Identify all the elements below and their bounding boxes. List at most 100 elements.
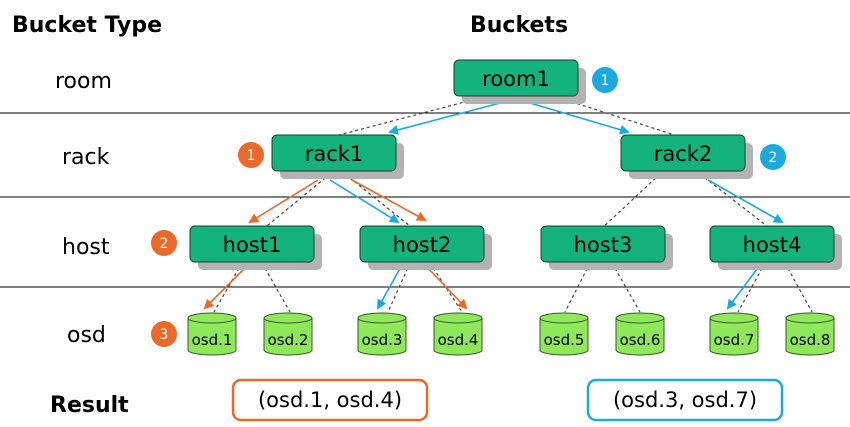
osd-cylinder-top (187, 312, 237, 324)
node-box (540, 225, 666, 263)
badge-number: 2 (160, 236, 169, 252)
osd-cylinder-top (357, 312, 407, 324)
osd-6[interactable]: osd.6 (615, 312, 665, 356)
step-badge-orange-osd: 3 (151, 321, 177, 347)
badge-number: 3 (160, 327, 169, 343)
blue-arrow (707, 179, 784, 223)
level-label-rack: rack (62, 145, 110, 170)
step-badge-blue-rack: 2 (760, 144, 786, 170)
orange-arrow (351, 179, 427, 221)
osd-label: osd.4 (438, 331, 479, 349)
bucket-host4[interactable]: host4 (709, 225, 842, 270)
orange-arrow (248, 179, 319, 224)
osd-cylinder-top (615, 312, 665, 324)
edge-host2-osd4 (429, 262, 463, 313)
edge-host2-osd3 (387, 262, 411, 313)
result-header: Result (50, 393, 129, 418)
edge-rack2-host3 (599, 173, 661, 231)
blue-arrow (726, 264, 761, 310)
result-text: (osd.3, osd.7) (613, 388, 757, 412)
node-label: room1 (482, 67, 550, 91)
bucket-room1[interactable]: room1 (453, 59, 586, 104)
node-label: rack1 (305, 142, 364, 166)
osd-label: osd.8 (790, 331, 831, 349)
osd-label: osd.5 (544, 331, 585, 349)
node-label: host3 (574, 233, 633, 257)
node-box (271, 134, 397, 172)
edge-rack1-host1 (261, 173, 331, 231)
node-box (453, 59, 579, 97)
badge-circle (151, 321, 177, 347)
badge-number: 2 (769, 150, 778, 166)
osd-5[interactable]: osd.5 (539, 312, 589, 356)
osd-cylinder-top (263, 312, 313, 324)
hierarchy-edges (213, 97, 813, 313)
osd-1[interactable]: osd.1 (187, 312, 237, 356)
blue-arrow (529, 102, 630, 135)
result-orange: (osd.1, osd.4) (231, 378, 429, 422)
osd-label: osd.2 (268, 331, 309, 349)
result-text: (osd.1, osd.4) (258, 388, 402, 412)
osd-cylinder-body (357, 318, 407, 356)
bucket-host2[interactable]: host2 (359, 225, 492, 270)
osd-cylinder-body (433, 318, 483, 356)
orange-arrow (424, 264, 468, 310)
osd-cylinder-top (433, 312, 483, 324)
orange-path-arrows (203, 179, 468, 310)
osd-label: osd.3 (362, 331, 403, 349)
result-box (586, 378, 784, 422)
osd-cylinder-body (187, 318, 237, 356)
bucket-rack1[interactable]: rack1 (271, 134, 404, 179)
osd-cylinder-body (785, 318, 835, 356)
osd-8[interactable]: osd.8 (785, 312, 835, 356)
level-separators (0, 112, 850, 288)
osd-3[interactable]: osd.3 (357, 312, 407, 356)
step-badge-orange-host: 2 (151, 230, 177, 256)
badge-circle (592, 67, 618, 93)
edge-room1-rack2 (559, 97, 691, 141)
badge-number: 1 (601, 73, 610, 89)
badge-circle (151, 230, 177, 256)
blue-arrow (377, 264, 403, 310)
osd-cylinder-top (709, 312, 759, 324)
step-badge-orange-rack: 1 (238, 142, 264, 168)
osd-cylinder-top (785, 312, 835, 324)
blue-arrow (329, 179, 400, 224)
osd-cylinder-top (539, 312, 589, 324)
osd-label: osd.7 (714, 331, 755, 349)
node-box (620, 134, 746, 172)
osd-label: osd.6 (620, 331, 661, 349)
blue-path-arrows (329, 102, 784, 310)
level-label-room: room (55, 69, 112, 94)
node-box (709, 225, 835, 263)
bucket-host1[interactable]: host1 (189, 225, 322, 270)
node-label: host2 (393, 233, 452, 257)
badge-circle (760, 144, 786, 170)
orange-arrow (203, 264, 249, 310)
osd-4[interactable]: osd.4 (433, 312, 483, 356)
node-label: host4 (743, 233, 802, 257)
osd-cylinder-body (263, 318, 313, 356)
osd-2[interactable]: osd.2 (263, 312, 313, 356)
result-blue: (osd.3, osd.7) (586, 378, 784, 422)
osd-7[interactable]: osd.7 (709, 312, 759, 356)
bucket-host3[interactable]: host3 (540, 225, 673, 270)
osd-cylinder-body (539, 318, 589, 356)
node-box (189, 225, 315, 263)
osd-cylinder-body (615, 318, 665, 356)
edge-room1-rack1 (319, 97, 481, 141)
node-label: rack2 (654, 142, 713, 166)
badge-number: 1 (247, 148, 256, 164)
bucket-type-header: Bucket Type (12, 13, 162, 38)
osd-label: osd.1 (192, 331, 233, 349)
osd-cylinder-body (709, 318, 759, 356)
result-box (231, 378, 429, 422)
level-label-host: host (62, 235, 110, 260)
buckets-header: Buckets (470, 13, 568, 38)
step-badge-blue-room: 1 (592, 67, 618, 93)
bucket-rack2[interactable]: rack2 (620, 134, 753, 179)
level-label-osd: osd (67, 323, 106, 348)
blue-arrow (388, 102, 501, 135)
node-box (359, 225, 485, 263)
